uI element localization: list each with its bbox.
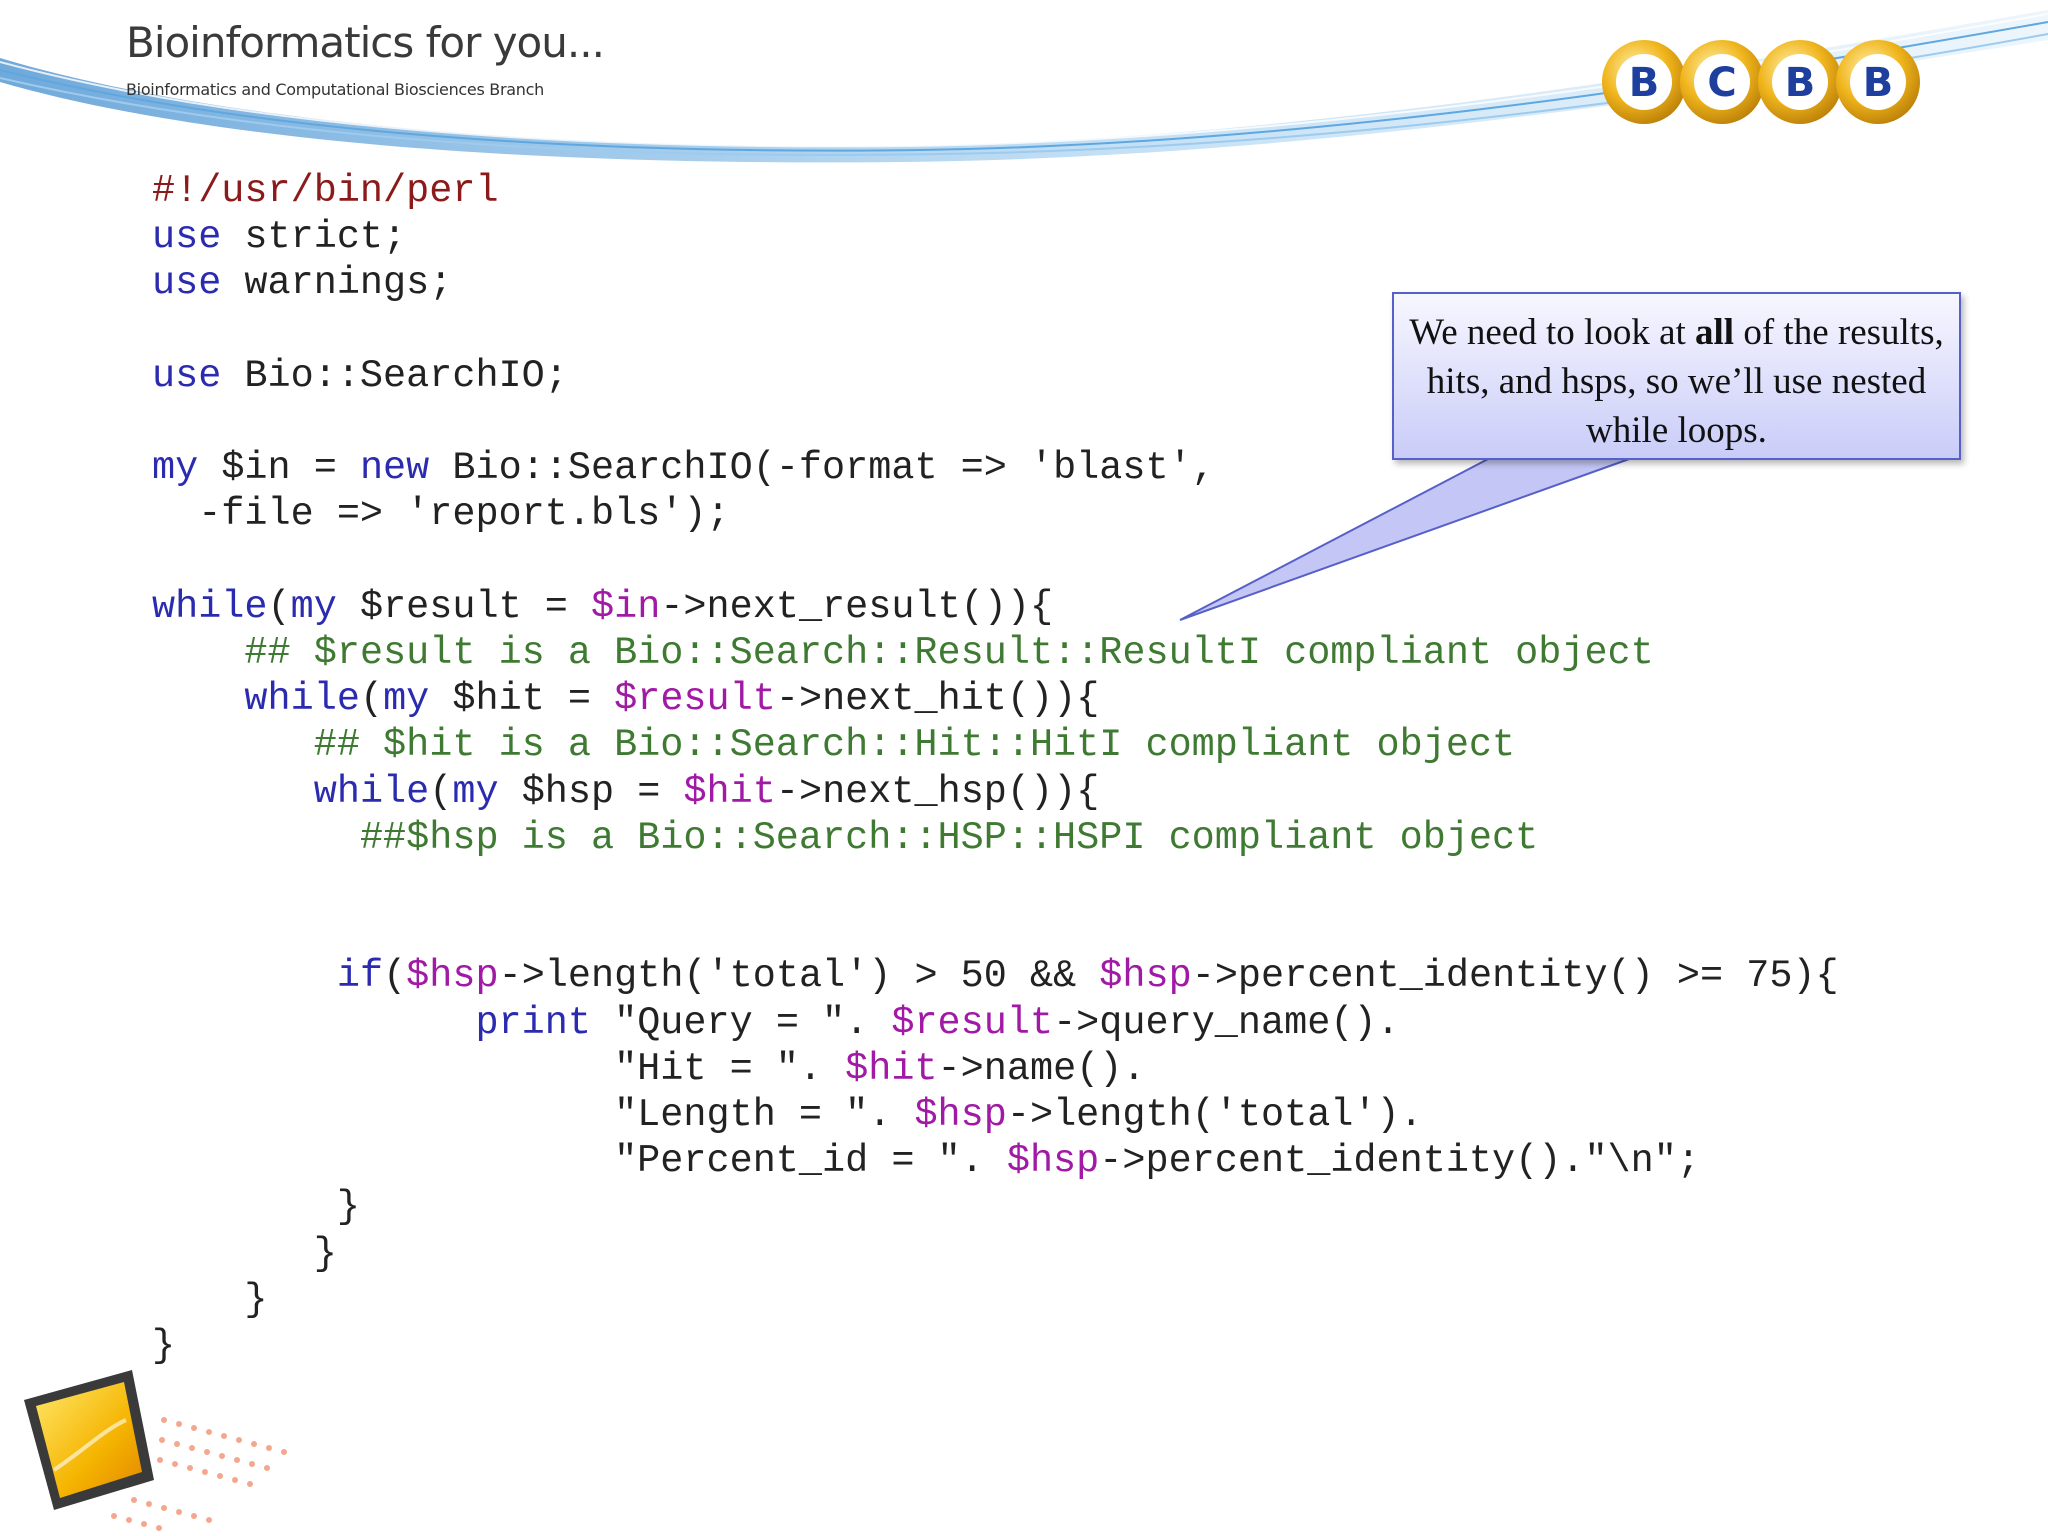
brand-subtitle: Bioinformatics and Computational Bioscie… — [126, 80, 544, 99]
code-line: } — [152, 1185, 360, 1230]
code-line: ##$hsp is a Bio::Search::HSP::HSPI compl… — [359, 815, 1539, 860]
code-line: use strict; — [152, 215, 407, 260]
code-line: my $in = new Bio::SearchIO(-format => 'b… — [152, 446, 1215, 491]
logo-letter-4: B — [1863, 60, 1894, 106]
code-line: while(my $result = $in->next_result()){ — [152, 584, 1054, 629]
code-line: use warnings; — [152, 261, 453, 306]
code-line: } — [152, 1231, 337, 1276]
brand-title: Bioinformatics for you... — [126, 18, 605, 67]
logo-circles — [1602, 40, 1920, 124]
code-line: while(my $hit = $result->next_hit()){ — [244, 677, 1100, 722]
code-line: ## $result is a Bio::Search::Result::Res… — [244, 631, 1654, 676]
monitor-icon — [24, 1370, 287, 1531]
callout-box: We need to look at all of the results, h… — [1392, 292, 1961, 460]
perl-code-block: #!/usr/bin/perl use strict; use warnings… — [152, 168, 1839, 1369]
code-line: } — [152, 1277, 268, 1322]
code-line: "Hit = ". $hit->name(). — [152, 1046, 1146, 1091]
code-line: } — [152, 1324, 176, 1369]
code-line: use Bio::SearchIO; — [152, 353, 568, 398]
code-line: ## $hit is a Bio::Search::Hit::HitI comp… — [313, 723, 1516, 768]
callout-text-bold: all — [1695, 312, 1735, 353]
callout-text-end: of the results, hits, and hsps, so we’ll… — [1426, 312, 1944, 451]
logo-letter-3: B — [1785, 60, 1816, 106]
code-line: #!/usr/bin/perl — [152, 169, 499, 213]
code-line: while(my $hsp = $hit->next_hsp()){ — [313, 769, 1100, 814]
logo-letter-2: C — [1707, 60, 1736, 106]
code-line: "Length = ". $hsp->length('total'). — [152, 1093, 1423, 1138]
callout-text-start: We need to look at — [1409, 312, 1696, 353]
code-line: print "Query = ". $result->query_name(). — [475, 1000, 1400, 1045]
code-line: -file => 'report.bls'); — [152, 492, 730, 537]
bcbb-logo-icon: B C B B — [1602, 40, 1920, 124]
code-line: "Percent_id = ". $hsp->percent_identity(… — [152, 1139, 1700, 1184]
code-line: if($hsp->length('total') > 50 && $hsp->p… — [336, 954, 1839, 999]
logo-letter-1: B — [1629, 60, 1660, 106]
